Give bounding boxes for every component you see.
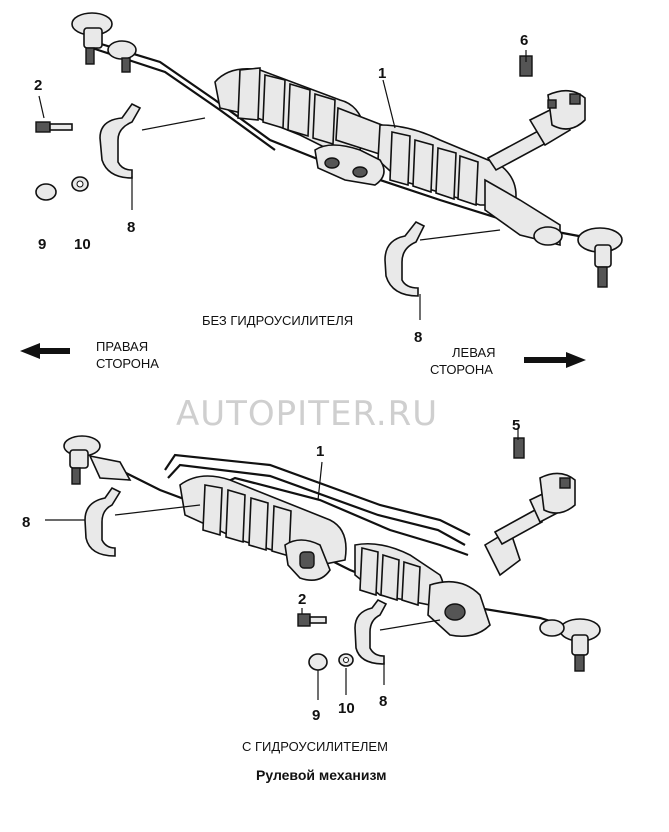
label-bottom-1: 1 (316, 443, 324, 460)
bottom-pinion-coupling (493, 437, 576, 546)
top-clamp-left (99, 102, 142, 179)
bottom-nut-9 (308, 653, 328, 671)
top-bolt-2 (35, 121, 73, 133)
arrow-left-side (524, 352, 586, 368)
top-pinion-coupling (486, 55, 586, 172)
bottom-assembly (45, 428, 601, 700)
label-top-10: 10 (74, 236, 91, 253)
top-nut-9 (35, 183, 57, 201)
arrow-right-side (20, 343, 70, 359)
bottom-left-ball-joint (539, 618, 601, 672)
caption-left-side-1: ЛЕВАЯ (452, 345, 496, 360)
caption-left-side-2: СТОРОНА (430, 362, 493, 377)
label-top-6: 6 (520, 32, 528, 49)
top-right-ball-joint (71, 12, 137, 73)
label-top-9: 9 (38, 236, 46, 253)
label-bottom-2: 2 (298, 591, 306, 608)
label-bottom-8a: 8 (22, 514, 30, 531)
top-clamp-right (384, 220, 426, 297)
top-left-ball-joint (533, 226, 623, 288)
top-assembly (35, 12, 623, 320)
label-bottom-10: 10 (338, 700, 355, 717)
bottom-rack-housing (179, 475, 521, 638)
diagram-title: Рулевой механизм (256, 767, 386, 783)
label-bottom-5: 5 (512, 417, 520, 434)
caption-without-power: БЕЗ ГИДРОУСИЛИТЕЛЯ (202, 313, 353, 328)
top-rack-housing (214, 67, 561, 247)
label-bottom-9: 9 (312, 707, 320, 724)
label-top-8b: 8 (414, 329, 422, 346)
caption-with-power: С ГИДРОУСИЛИТЕЛЕМ (242, 739, 388, 754)
label-top-1: 1 (378, 65, 386, 82)
bottom-clamp-right (354, 598, 388, 665)
label-top-2: 2 (34, 77, 42, 94)
bottom-hydraulic-line-1 (164, 453, 471, 536)
label-top-8a: 8 (127, 219, 135, 236)
label-bottom-8b: 8 (379, 693, 387, 710)
caption-right-side-2: СТОРОНА (96, 356, 159, 371)
bottom-right-ball-joint (63, 435, 132, 485)
caption-right-side-1: ПРАВАЯ (96, 339, 148, 354)
bottom-clamp-left (84, 486, 122, 557)
watermark: AUTOPITER.RU (176, 394, 438, 434)
bottom-bolt-2 (297, 613, 327, 627)
